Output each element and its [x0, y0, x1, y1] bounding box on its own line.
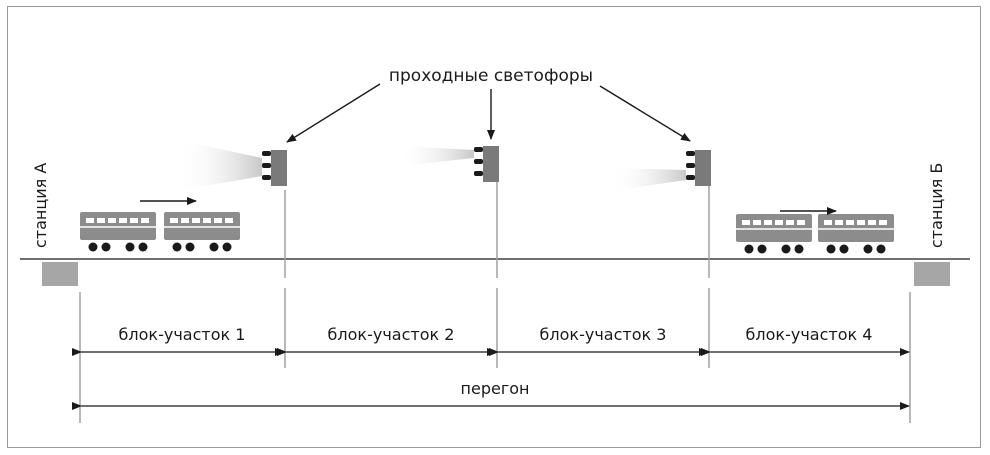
block-label-3: блок-участок 3 — [540, 325, 667, 344]
signal-2-light-beam — [398, 146, 474, 166]
train-left — [79, 197, 241, 253]
signals-label: проходные светофоры — [389, 66, 593, 86]
haul-label: перегон — [461, 379, 530, 398]
signal-3 — [612, 150, 711, 190]
station-a-label: станция А — [31, 163, 50, 248]
signal-1 — [178, 140, 287, 190]
train-right — [735, 207, 895, 255]
station-b-label: станция Б — [927, 163, 946, 248]
signal-2 — [398, 146, 499, 182]
pointer-arrow-signal-3 — [599, 85, 691, 142]
signal-1-light-beam — [178, 140, 262, 190]
signal-3-light-beam — [612, 168, 686, 190]
station-a-block — [42, 262, 78, 286]
block-label-1: блок-участок 1 — [119, 325, 246, 344]
block-label-2: блок-участок 2 — [328, 325, 455, 344]
block-label-4: блок-участок 4 — [746, 325, 873, 344]
pointer-arrow-signal-1 — [286, 83, 381, 143]
station-b-block — [914, 262, 950, 286]
